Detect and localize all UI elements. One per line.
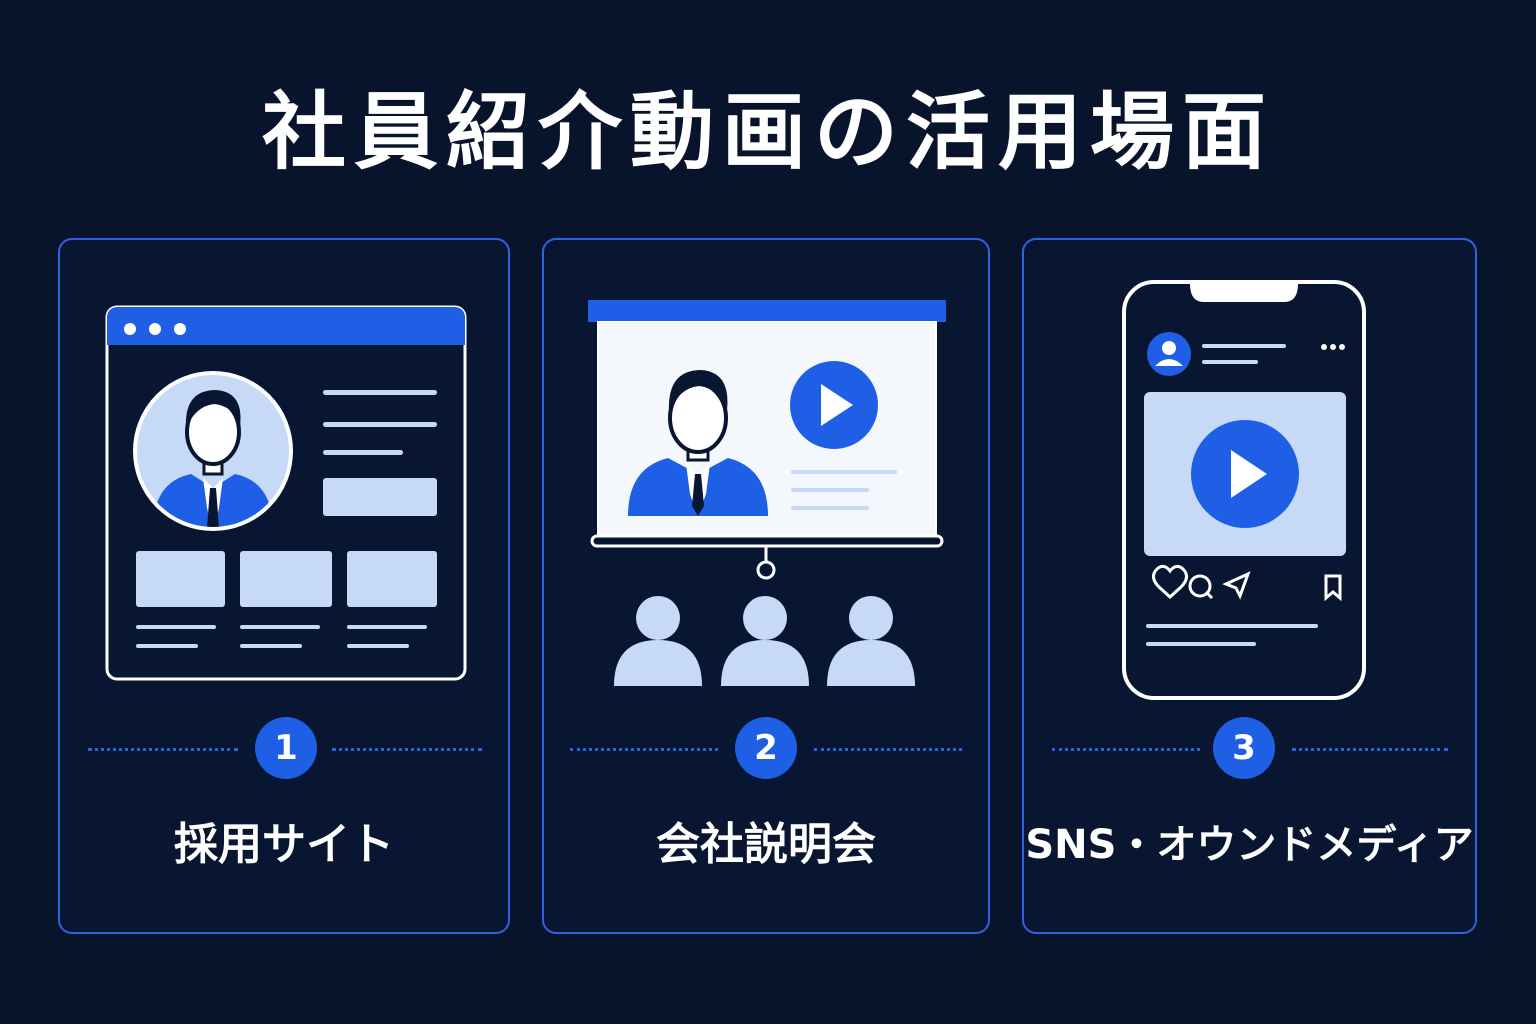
number-badge: 2 bbox=[735, 717, 797, 779]
dotted-line-right bbox=[332, 748, 482, 751]
card-label: 採用サイト bbox=[174, 819, 394, 870]
projector-audience-icon bbox=[588, 300, 946, 686]
card-label: 会社説明会 bbox=[656, 819, 876, 870]
smartphone-video-post-icon bbox=[1122, 280, 1366, 700]
dotted-line-left bbox=[570, 748, 718, 751]
card-label: SNS・オウンドメディア bbox=[1025, 822, 1474, 868]
card-recruit-site: 1 採用サイト bbox=[58, 238, 510, 934]
browser-profile-icon bbox=[105, 305, 467, 681]
number-badge: 1 bbox=[255, 717, 317, 779]
page-title: 社員紹介動画の活用場面 bbox=[261, 83, 1274, 181]
dotted-line-right bbox=[1292, 748, 1448, 751]
dotted-line-left bbox=[1052, 748, 1200, 751]
dotted-line-left bbox=[88, 748, 238, 751]
dotted-line-right bbox=[814, 748, 962, 751]
card-company-briefing: 2 会社説明会 bbox=[542, 238, 990, 934]
number-badge: 3 bbox=[1213, 717, 1275, 779]
card-sns-owned-media: 3 SNS・オウンドメディア bbox=[1022, 238, 1477, 934]
